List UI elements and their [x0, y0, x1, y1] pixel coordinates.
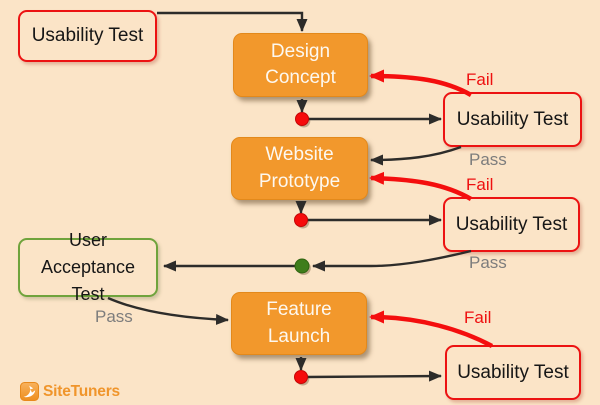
node-label: Design Concept	[265, 40, 336, 88]
red-junction-dot-3	[294, 370, 308, 384]
node-usability-test-2: Usability Test	[443, 197, 580, 252]
sitetuners-logo: SiteTuners	[20, 382, 120, 401]
edge-label-fail-design: Fail	[466, 70, 494, 89]
edge-label-fail-prototype: Fail	[466, 175, 494, 194]
node-label: Website Prototype	[258, 144, 341, 192]
node-user-acceptance-test: User Acceptance Test	[18, 230, 158, 304]
edge-label-pass-uat: Pass	[95, 307, 133, 326]
sitetuners-logo-icon	[20, 382, 39, 401]
node-label: Usability Test	[455, 213, 568, 235]
node-usability-test-start: Usability Test	[18, 10, 157, 62]
node-label: Feature Launch	[266, 299, 332, 347]
edge-junction-to-usability3	[306, 370, 442, 382]
sitetuners-logo-text: SiteTuners	[43, 382, 120, 400]
node-label: User Acceptance Test	[40, 230, 136, 304]
dot-shadow	[296, 261, 311, 275]
node-website-prototype: Website Prototype	[231, 137, 368, 200]
node-usability-test-3: Usability Test	[445, 345, 581, 400]
node-feature-launch: Feature Launch	[231, 292, 367, 355]
red-junction-dot-1	[295, 112, 309, 126]
node-design-concept: Design Concept	[233, 33, 368, 97]
dot-shadow	[296, 215, 310, 229]
edge-fail-usability2-to-prototype	[369, 171, 473, 201]
node-usability-test-1: Usability Test	[443, 92, 582, 147]
green-junction-dot	[294, 258, 310, 274]
edge-start-to-design	[157, 11, 308, 32]
dot-shadow	[296, 372, 310, 386]
edge-label-pass-prototype: Pass	[469, 253, 507, 272]
edge-label-pass-design: Pass	[469, 150, 507, 169]
edge-label-fail-launch: Fail	[464, 308, 492, 327]
node-label: Usability Test	[457, 361, 569, 383]
edge-pass-usability2-to-junction	[312, 249, 472, 272]
node-label: Usability Test	[456, 108, 569, 130]
red-junction-dot-2	[294, 213, 308, 227]
edge-pass-usability1-to-prototype	[370, 145, 462, 166]
dot-shadow	[297, 114, 311, 128]
node-label: Usability Test	[31, 25, 144, 46]
